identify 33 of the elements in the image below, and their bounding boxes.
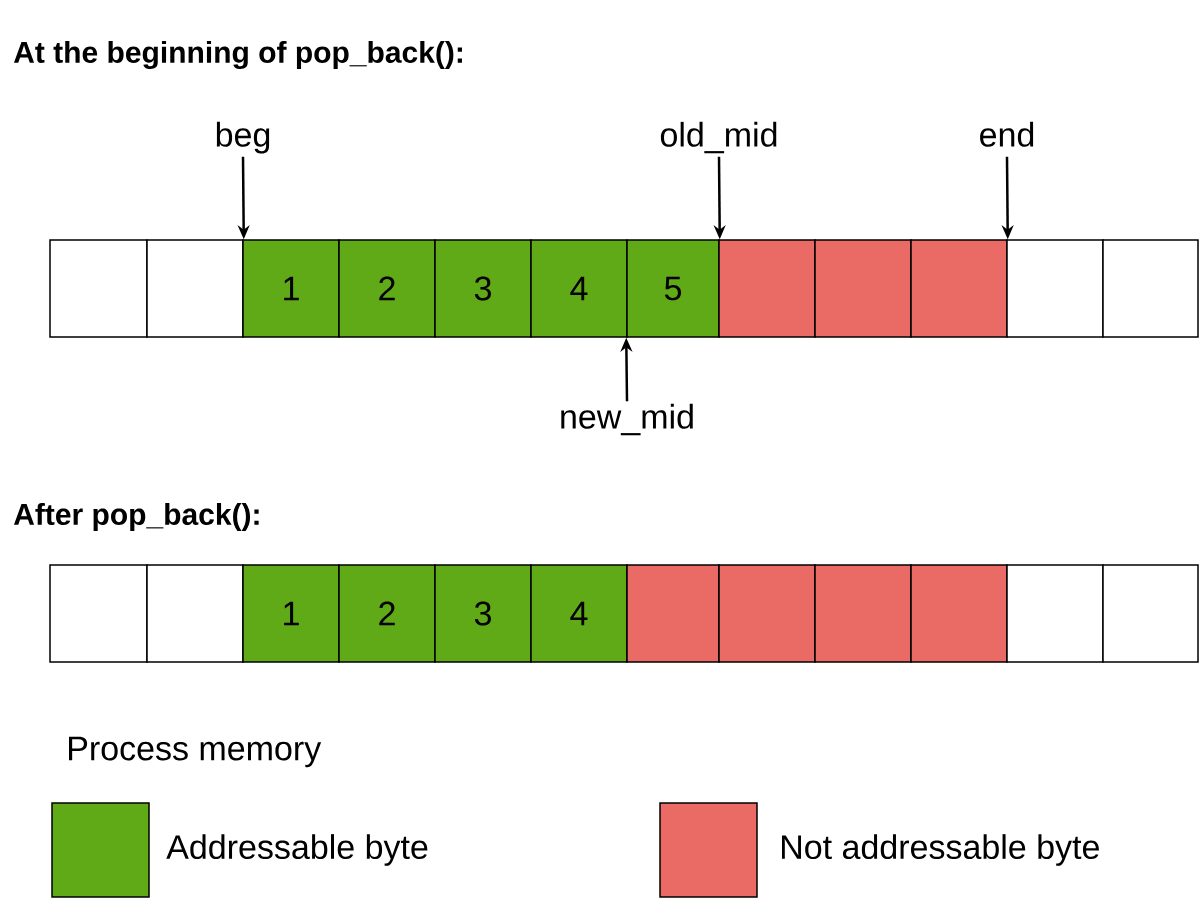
memory-cell: 5	[626, 239, 720, 338]
legend-title: Process memory	[69, 736, 322, 768]
memory-cell: 2	[338, 564, 436, 663]
pointer-label: old_mid	[660, 121, 777, 154]
memory-cell	[626, 564, 720, 663]
pointer-label: beg	[216, 121, 270, 154]
memory-cell	[814, 239, 912, 338]
heading: After pop_back():	[13, 503, 259, 531]
pointer-label: new_mid	[561, 403, 693, 436]
memory-cell: 3	[434, 564, 532, 663]
legend-label: Addressable byte	[166, 834, 428, 866]
memory-cell: 4	[530, 564, 628, 663]
memory-cell	[814, 564, 912, 663]
memory-cell: 3	[434, 239, 532, 338]
memory-cell	[1006, 564, 1104, 663]
memory-cell: 4	[530, 239, 628, 338]
memory-cell	[718, 564, 816, 663]
memory-cell	[146, 239, 244, 338]
memory-cell	[1102, 239, 1199, 338]
pointer-label: end	[980, 121, 1034, 147]
memory-cell	[146, 564, 244, 663]
memory-cell	[718, 239, 816, 338]
memory-cell	[910, 239, 1008, 338]
memory-cell: 1	[242, 239, 340, 338]
memory-cell	[1006, 239, 1104, 338]
memory-cell	[49, 239, 148, 338]
memory-cell: 1	[242, 564, 340, 663]
memory-cell	[49, 564, 148, 663]
memory-cell	[910, 564, 1008, 663]
heading: At the beginning of pop_back():	[13, 40, 462, 70]
legend-label: Not addressable byte	[782, 834, 1099, 866]
memory-cell	[1102, 564, 1199, 663]
memory-cell: 2	[338, 239, 436, 338]
